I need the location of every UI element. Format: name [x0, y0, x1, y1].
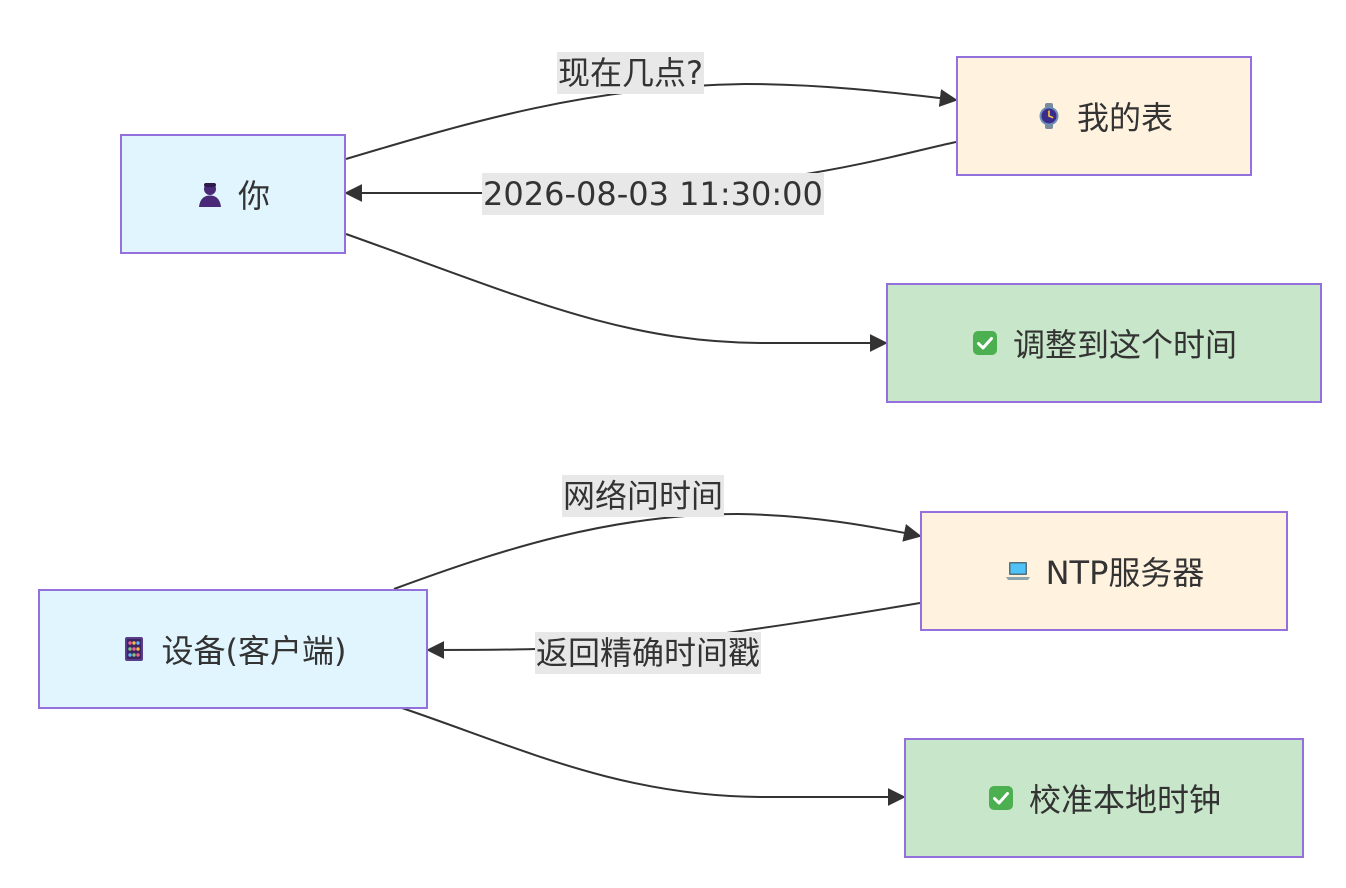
edge-you-to-adjust	[345, 233, 888, 352]
node-adjust-time-label: 调整到这个时间	[1012, 326, 1237, 364]
edge-you-to-watch	[345, 82, 958, 160]
edge-label-timestamp-reply: 返回精确时间戳	[535, 632, 762, 674]
abacus-icon	[120, 635, 148, 663]
laptop-icon	[1004, 557, 1032, 585]
node-ntp-server-label: NTP服务器	[1045, 554, 1205, 592]
node-ntp-server: NTP服务器	[920, 511, 1288, 631]
check-mark-button-icon	[971, 329, 999, 357]
node-calibrate-clock-label: 校准本地时钟	[1028, 781, 1221, 819]
edge-label-ask-time: 现在几点?	[557, 52, 704, 94]
check-mark-button-icon	[987, 784, 1015, 812]
node-my-watch: 我的表	[956, 56, 1252, 176]
edge-device-to-calibrate	[401, 707, 906, 806]
edge-device-to-ntp	[393, 512, 922, 590]
node-device-client-label: 设备(客户端)	[161, 632, 347, 670]
wristwatch-icon	[1035, 102, 1063, 130]
node-adjust-time: 调整到这个时间	[886, 283, 1322, 403]
node-device-client: 设备(客户端)	[38, 589, 428, 709]
edge-label-time-reply: 2026-08-03 11:30:00	[482, 173, 824, 215]
node-my-watch-label: 我的表	[1076, 99, 1173, 137]
node-you-label: 你	[237, 177, 270, 215]
edge-label-network-ask: 网络问时间	[562, 475, 725, 517]
node-calibrate-clock: 校准本地时钟	[904, 738, 1304, 858]
person-silhouette-icon	[196, 180, 224, 208]
node-you: 你	[120, 134, 346, 254]
